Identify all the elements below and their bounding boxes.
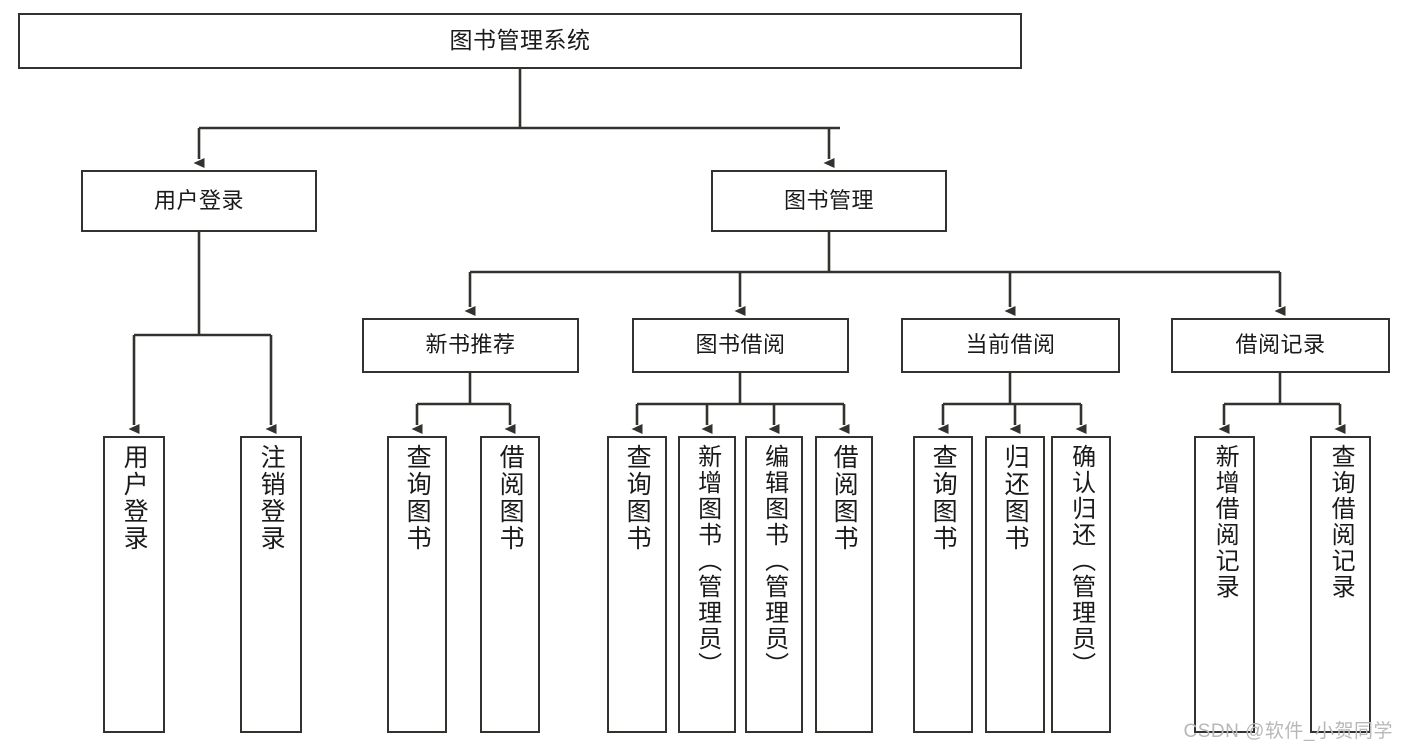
node-new-book-rec[interactable]: 新书推荐	[362, 318, 579, 373]
node-current-borrow[interactable]: 当前借阅	[901, 318, 1120, 373]
node-new-book-rec-label: 新书推荐	[425, 332, 516, 358]
node-book-borrow-label: 图书借阅	[695, 332, 786, 358]
node-current-borrow-label: 当前借阅	[965, 332, 1056, 358]
node-borrow-record[interactable]: 借阅记录	[1171, 318, 1390, 373]
node-leaf-confirm-return[interactable]: 确认归还（管理员）	[1051, 436, 1111, 733]
node-book-manage-label: 图书管理	[783, 187, 874, 213]
node-root-label: 图书管理系统	[449, 27, 591, 54]
node-root[interactable]: 图书管理系统	[18, 13, 1022, 69]
node-user-login-label: 用户登录	[153, 187, 244, 213]
node-leaf-query-book-2[interactable]: 查询图书	[607, 436, 667, 733]
node-leaf-user-logout[interactable]: 注销登录	[240, 436, 302, 733]
node-leaf-query-book-3-label: 查询图书	[929, 444, 958, 552]
node-book-borrow[interactable]: 图书借阅	[632, 318, 849, 373]
node-leaf-query-book-3[interactable]: 查询图书	[913, 436, 973, 733]
node-leaf-query-record-label: 查询借阅记录	[1327, 444, 1355, 600]
watermark-text: CSDN @软件_小贺同学	[1183, 721, 1393, 742]
node-book-manage[interactable]: 图书管理	[711, 170, 947, 232]
node-leaf-edit-book[interactable]: 编辑图书（管理员）	[745, 436, 803, 733]
node-leaf-borrow-book-1-label: 借阅图书	[496, 444, 525, 552]
node-leaf-return-book[interactable]: 归还图书	[985, 436, 1045, 733]
node-leaf-borrow-book-1[interactable]: 借阅图书	[480, 436, 540, 733]
node-leaf-edit-book-label: 编辑图书（管理员）	[760, 444, 788, 678]
node-leaf-borrow-book-2-label: 借阅图书	[830, 444, 859, 552]
node-leaf-query-book-1[interactable]: 查询图书	[387, 436, 447, 733]
node-leaf-add-book-label: 新增图书（管理员）	[693, 444, 721, 678]
node-leaf-borrow-book-2[interactable]: 借阅图书	[815, 436, 873, 733]
node-leaf-add-record-label: 新增借阅记录	[1211, 444, 1239, 600]
node-user-login[interactable]: 用户登录	[81, 170, 317, 232]
node-borrow-record-label: 借阅记录	[1235, 332, 1326, 358]
node-leaf-user-logout-label: 注销登录	[257, 444, 286, 552]
node-leaf-add-book[interactable]: 新增图书（管理员）	[678, 436, 736, 733]
node-leaf-user-login[interactable]: 用户登录	[103, 436, 165, 733]
node-leaf-confirm-return-label: 确认归还（管理员）	[1067, 444, 1095, 678]
node-leaf-query-book-1-label: 查询图书	[403, 444, 432, 552]
node-leaf-query-record[interactable]: 查询借阅记录	[1310, 436, 1371, 733]
node-leaf-user-login-label: 用户登录	[120, 444, 149, 552]
node-leaf-return-book-label: 归还图书	[1001, 444, 1030, 552]
node-leaf-query-book-2-label: 查询图书	[623, 444, 652, 552]
node-leaf-add-record[interactable]: 新增借阅记录	[1194, 436, 1255, 733]
